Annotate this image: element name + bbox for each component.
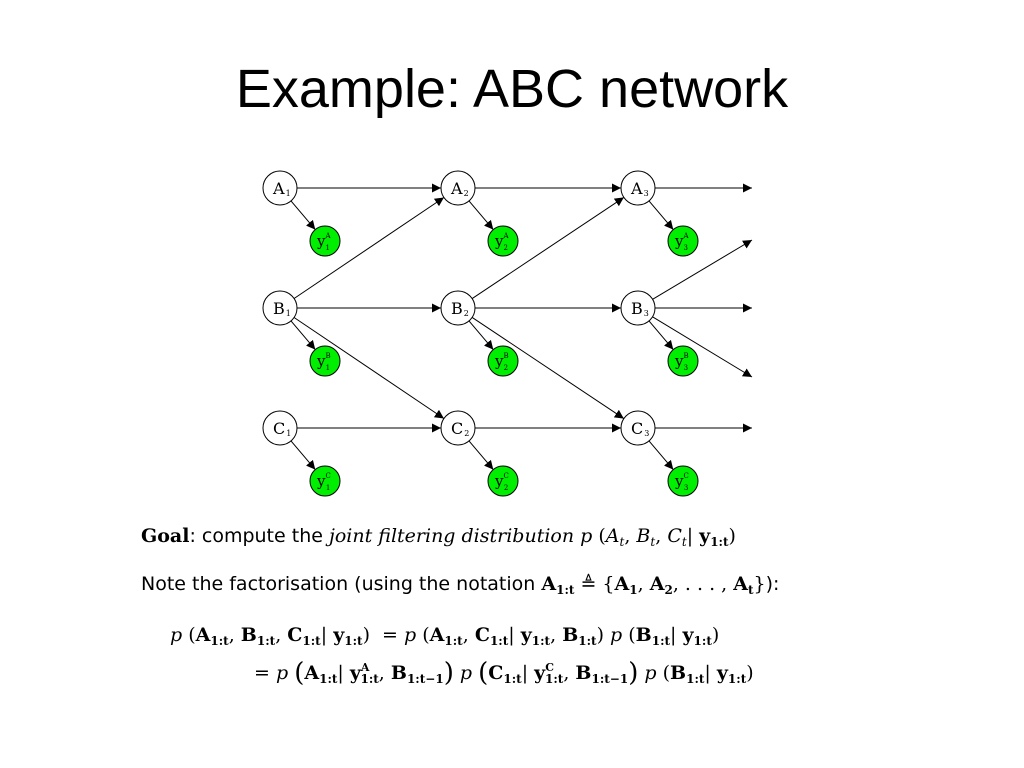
edge-emission bbox=[290, 320, 316, 350]
node-b3: B3 bbox=[620, 290, 656, 326]
goal-formula: p (At, Bt, Ct| y1:t) bbox=[580, 525, 736, 549]
observation-circle bbox=[667, 345, 699, 377]
node-circle bbox=[262, 170, 298, 206]
note-text: Note the factorisation (using the notati… bbox=[141, 573, 536, 595]
node-circle bbox=[440, 410, 476, 446]
node-circle bbox=[620, 410, 656, 446]
goal-phrase: joint filtering distribution bbox=[328, 525, 575, 547]
edge-b-to-a bbox=[471, 197, 625, 299]
note-formula: A1:t ≜ {A1, A2, . . . , At} bbox=[541, 573, 766, 597]
edge-b-to-c bbox=[471, 317, 625, 419]
note-tail: ): bbox=[765, 573, 780, 595]
edge-emission bbox=[468, 200, 494, 230]
node-c2: C2 bbox=[440, 410, 476, 446]
node-c3: C3 bbox=[620, 410, 656, 446]
slide-title: Example: ABC network bbox=[235, 59, 789, 119]
observation-circle bbox=[667, 465, 699, 497]
node-circle bbox=[440, 170, 476, 206]
node-a3: A3 bbox=[620, 170, 656, 206]
goal-label: Goal bbox=[141, 525, 190, 547]
edge-emission bbox=[648, 320, 674, 350]
edge-emission bbox=[290, 440, 316, 470]
observation-circle bbox=[309, 345, 341, 377]
goal-line: Goal: compute the joint filtering distri… bbox=[141, 525, 736, 549]
edge-emission bbox=[468, 320, 494, 350]
node-circle bbox=[262, 290, 298, 326]
goal-text: : compute the bbox=[189, 525, 323, 547]
edge-b-to-c bbox=[293, 317, 445, 419]
edge-emission bbox=[468, 440, 494, 470]
edge-emission bbox=[648, 200, 674, 230]
observation-circle bbox=[487, 345, 519, 377]
node-circle bbox=[620, 290, 656, 326]
node-circle bbox=[440, 290, 476, 326]
edge-b-to-c-out bbox=[652, 316, 753, 378]
node-b1: B1 bbox=[262, 290, 298, 326]
observation-circle bbox=[667, 225, 699, 257]
observation-circle bbox=[309, 465, 341, 497]
edge-b-to-a bbox=[293, 197, 445, 299]
node-circle bbox=[620, 170, 656, 206]
node-b2: B2 bbox=[440, 290, 476, 326]
edge-emission bbox=[648, 440, 674, 470]
node-c1: C1 bbox=[262, 410, 298, 446]
node-circle bbox=[262, 410, 298, 446]
edge-b-to-a-out bbox=[652, 239, 753, 300]
equation-line-1: p (A1:t, B1:t, C1:t| y1:t) = p (A1:t, C1… bbox=[170, 624, 720, 648]
node-a2: A2 bbox=[440, 170, 476, 206]
equation-line-2: = p (A1:t| yA1:t, B1:t−1) p (C1:t| yC1:t… bbox=[254, 658, 754, 688]
observation-circle bbox=[487, 225, 519, 257]
node-a1: A1 bbox=[262, 170, 298, 206]
edge-emission bbox=[290, 200, 316, 230]
observation-circle bbox=[309, 225, 341, 257]
observation-circle bbox=[487, 465, 519, 497]
note-line: Note the factorisation (using the notati… bbox=[141, 573, 779, 597]
